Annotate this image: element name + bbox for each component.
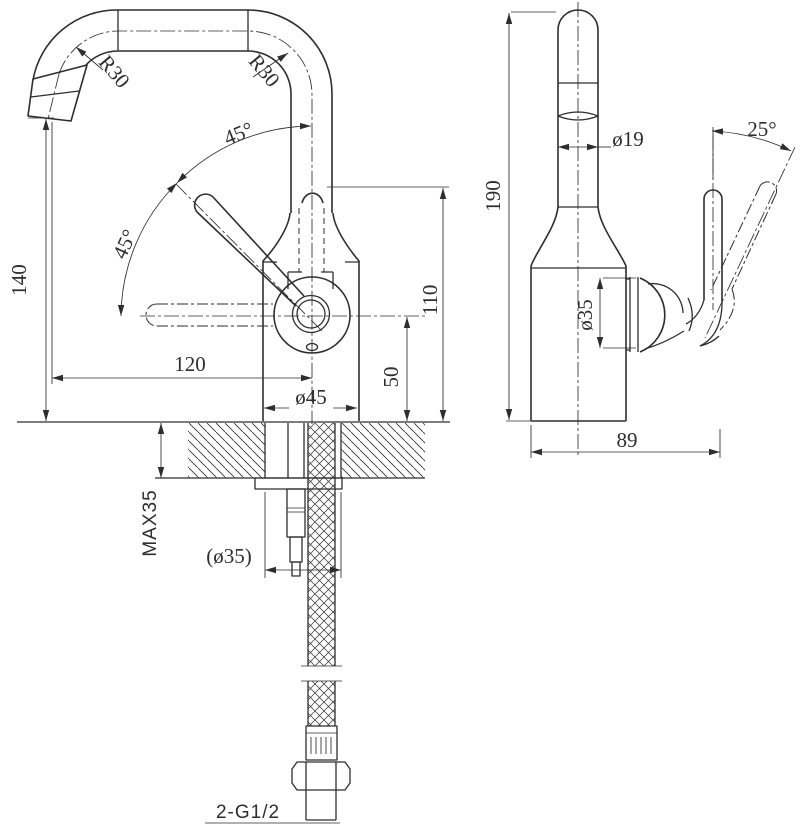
tilt-angle-arc	[711, 128, 792, 152]
dimension-lines-side	[505, 11, 792, 458]
counter-hatch-right	[341, 423, 425, 478]
centerlines-front	[47, 30, 428, 424]
angle-arc-upper	[176, 122, 312, 184]
pivot-joint	[273, 276, 351, 354]
dim-dia45-label: ø45	[295, 385, 327, 409]
hex-nut	[291, 761, 351, 791]
dimension-labels-front: 140 120 110 50 ø45 MAX35 (ø35) R30 R30 4…	[7, 49, 442, 823]
dim-110-label: 110	[418, 285, 442, 316]
dim-89-label: 89	[617, 428, 638, 452]
countertop-section	[17, 421, 450, 479]
hose-break-lines	[301, 665, 342, 682]
thread-end	[305, 790, 337, 821]
aerator-lens	[557, 111, 599, 121]
centerlines-side	[577, 2, 796, 455]
radius-leader-right	[252, 52, 289, 78]
dimension-lines-front	[28, 46, 449, 824]
spout-nozzle	[27, 64, 88, 122]
spout-outline	[27, 9, 333, 213]
radius-leader-left	[75, 46, 104, 71]
hose-ferrule	[305, 725, 338, 761]
radius-left-label: R30	[94, 50, 135, 92]
supply-hose	[291, 423, 351, 821]
cartridge-cap	[301, 192, 324, 204]
handle-side	[685, 189, 723, 347]
dim-dia35-side-label: ø35	[573, 299, 597, 331]
dim-120-label: 120	[174, 352, 206, 376]
angle-lower-45-label: 45°	[108, 226, 142, 263]
dim-dia19-label: ø19	[612, 127, 644, 151]
set-screw-hole	[305, 342, 319, 352]
angle-arc-lower	[117, 182, 178, 317]
thread-spec-label: 2-G1/2	[216, 802, 280, 823]
front-view: 140 120 110 50 ø45 MAX35 (ø35) R30 R30 4…	[7, 9, 450, 824]
counter-hatch-left	[188, 423, 265, 478]
hidden-waterway	[298, 208, 325, 272]
spout-side-outline	[557, 9, 599, 208]
ball-joint-side	[626, 277, 693, 353]
dim-hole35-label: (ø35)	[206, 544, 252, 568]
angle-25-label: 25°	[747, 117, 776, 141]
body-side-outline	[530, 206, 627, 422]
angle-upper-45-label: 45°	[220, 117, 256, 150]
handle-lever-phantom	[145, 303, 273, 327]
handle-side-tilted-phantom	[710, 181, 778, 331]
handle-lever	[193, 193, 305, 307]
body-outline	[262, 192, 360, 421]
dim-190-label: 190	[481, 180, 505, 212]
dim-50-label: 50	[379, 367, 403, 388]
radius-right-label: R30	[244, 49, 285, 91]
side-view: 190 ø19 25° ø35 89	[481, 2, 796, 458]
mounting-stud	[286, 488, 306, 538]
dim-max35-label: MAX35	[140, 489, 161, 556]
dim-140-label: 140	[7, 264, 31, 296]
dimension-labels-side: 190 ø19 25° ø35 89	[481, 117, 777, 452]
